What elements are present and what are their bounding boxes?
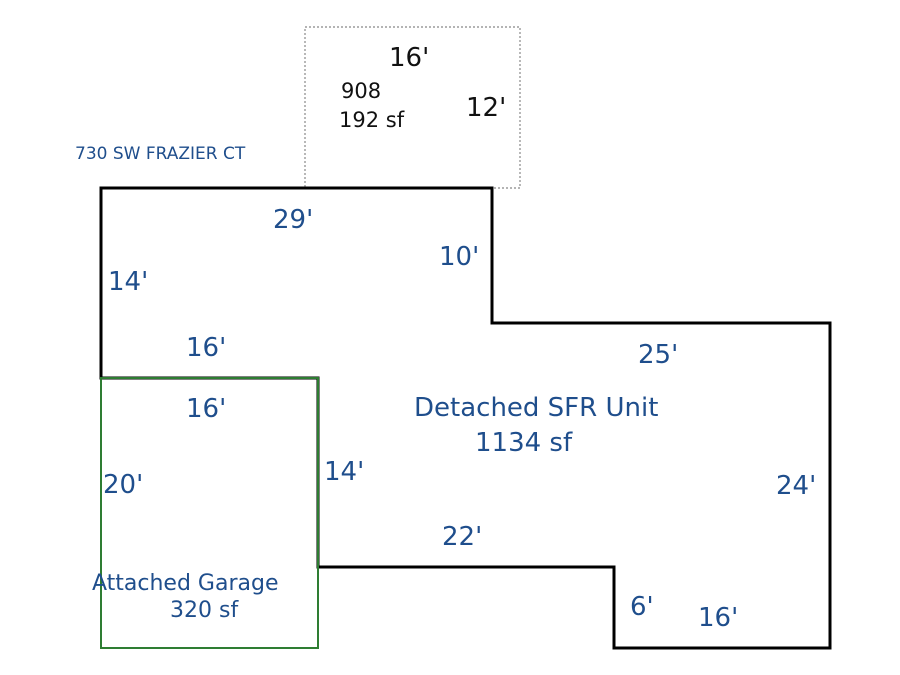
- patio-dim-right: 12': [466, 93, 506, 123]
- patio-area: 192 sf: [339, 108, 405, 132]
- dim-garage-side: 14': [324, 457, 364, 487]
- address-label: 730 SW FRAZIER CT: [75, 144, 246, 164]
- patio-code: 908: [341, 79, 381, 103]
- dim-left-upper: 14': [108, 267, 148, 297]
- garage-name: Attached Garage: [92, 571, 278, 596]
- dim-notch-vertical: 10': [439, 242, 479, 272]
- dim-bottom-right: 16': [698, 603, 738, 633]
- main-unit-name: Detached SFR Unit: [414, 393, 658, 423]
- main-unit-area: 1134 sf: [475, 428, 573, 458]
- dim-bottom-middle: 22': [442, 522, 482, 552]
- dim-bottom-step: 6': [630, 592, 654, 622]
- garage-area: 320 sf: [170, 598, 239, 623]
- garage-outline: [100, 377, 319, 649]
- dim-over-garage: 16': [186, 333, 226, 363]
- garage-dim-left: 20': [103, 470, 143, 500]
- patio-dim-top: 16': [389, 43, 429, 73]
- garage-dim-top: 16': [186, 394, 226, 424]
- dim-top: 29': [273, 205, 313, 235]
- dim-right-top: 25': [638, 340, 678, 370]
- dim-right-side: 24': [776, 471, 816, 501]
